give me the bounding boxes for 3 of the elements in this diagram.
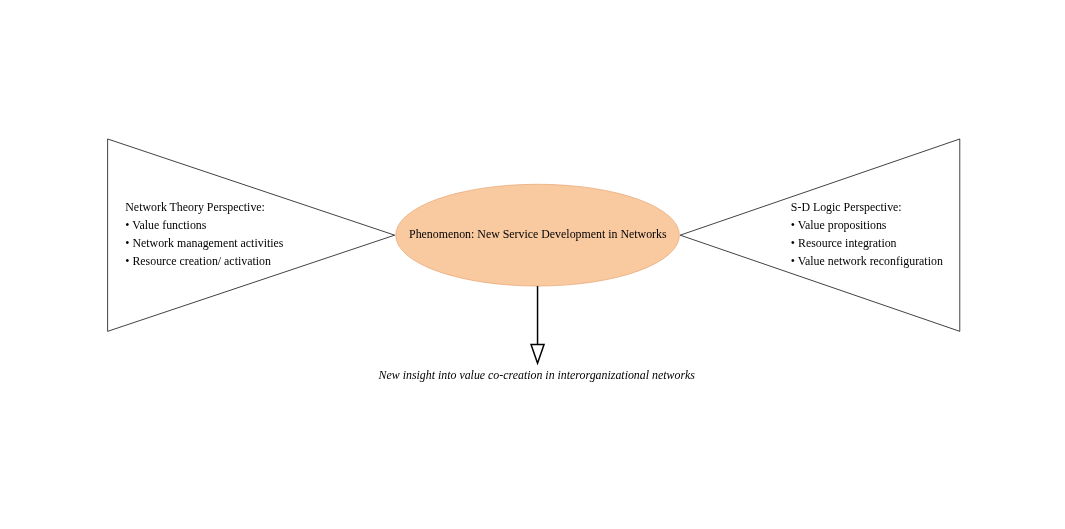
node-ellipse: Phenomenon: New Service Development in Networks [395, 183, 680, 287]
node-text: New insight into value co-creation in interorganizational networks [378, 367, 695, 382]
arrow [530, 285, 546, 366]
